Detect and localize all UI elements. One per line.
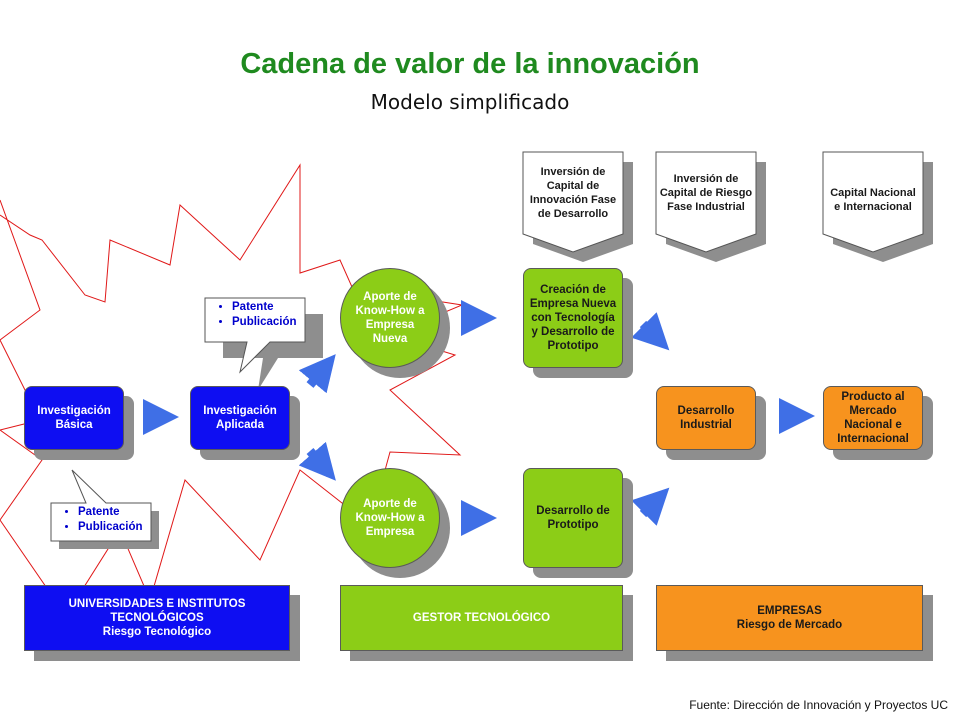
callout-balloons [50,297,323,549]
node-label: Producto al Mercado Nacional e Internaci… [837,391,909,445]
node-desarrollo-prototipo: Desarrollo de Prototipo [523,468,623,568]
pentagon-label-riesgo: Inversión de Capital de Riesgo Fase Indu… [659,173,753,213]
node-label: Aporte de Know-How a Empresa [355,498,425,538]
capital-pentagons [522,151,933,262]
node-label: Desarrollo Industrial [677,405,735,431]
pentagon-label-nacional: Capital Nacional e Internacional [830,187,916,213]
node-producto-mercado: Producto al Mercado Nacional e Internaci… [823,386,923,450]
node-label: Desarrollo de Prototipo [536,505,610,531]
arrow-prototipo-industrial [631,487,670,526]
bar-label: UNIVERSIDADES E INSTITUTOS TECNOLÓGICOS [68,598,246,624]
bar-sublabel: Riesgo Tecnológico [102,626,212,638]
page-subtitle: Modelo simplificado [370,90,570,114]
node-creacion-empresa-nueva: Creación de Empresa Nueva con Tecnología… [523,268,623,368]
arrow-creacion-industrial [631,312,670,351]
pentagon-capital-riesgo: Inversión de Capital de Riesgo Fase Indu… [659,172,753,242]
bar-label: GESTOR TECNOLÓGICO [412,612,551,624]
node-label: Creación de Empresa Nueva con Tecnología… [529,284,617,352]
bar-gestor-tecnologico: GESTOR TECNOLÓGICO [340,585,623,651]
node-aporte-empresa: Aporte de Know-How a Empresa [340,468,440,568]
bar-empresas: EMPRESAS Riesgo de Mercado [656,585,923,651]
callout-top-item: Publicación [232,315,304,330]
arrow-aplicada-aporte-empresa [298,441,336,481]
node-investigacion-basica: Investigación Básica [24,386,124,450]
callout-top-item: Patente [232,300,304,315]
callout-bottom-item: Patente [78,505,150,520]
node-aporte-empresa-nueva: Aporte de Know-How a Empresa Nueva [340,268,440,368]
node-label: Investigación Básica [37,405,111,431]
source-note: Fuente: Dirección de Innovación y Proyec… [689,698,948,712]
node-label: Investigación Aplicada [203,405,277,431]
bar-sublabel: Riesgo de Mercado [736,619,843,631]
node-investigacion-aplicada: Investigación Aplicada [190,386,290,450]
node-label: Aporte de Know-How a Empresa Nueva [355,291,425,345]
starburst-outline [0,163,464,627]
callout-top: Patente Publicación [208,300,304,330]
pentagon-label-innovacion: Inversión de Capital de Innovación Fase … [529,166,617,220]
pentagon-capital-nacional: Capital Nacional e Internacional [826,186,920,226]
node-desarrollo-industrial: Desarrollo Industrial [656,386,756,450]
arrow-aplicada-aporte-nueva [298,354,336,394]
flow-arrows [143,300,815,536]
pentagon-capital-innovacion: Inversión de Capital de Innovación Fase … [526,165,620,245]
bar-universidades: UNIVERSIDADES E INSTITUTOS TECNOLÓGICOS … [24,585,290,651]
callout-bottom-item: Publicación [78,520,150,535]
bar-label: EMPRESAS [757,605,822,617]
page-title: Cadena de valor de la innovación [240,48,700,80]
callout-bottom: Patente Publicación [54,505,150,535]
